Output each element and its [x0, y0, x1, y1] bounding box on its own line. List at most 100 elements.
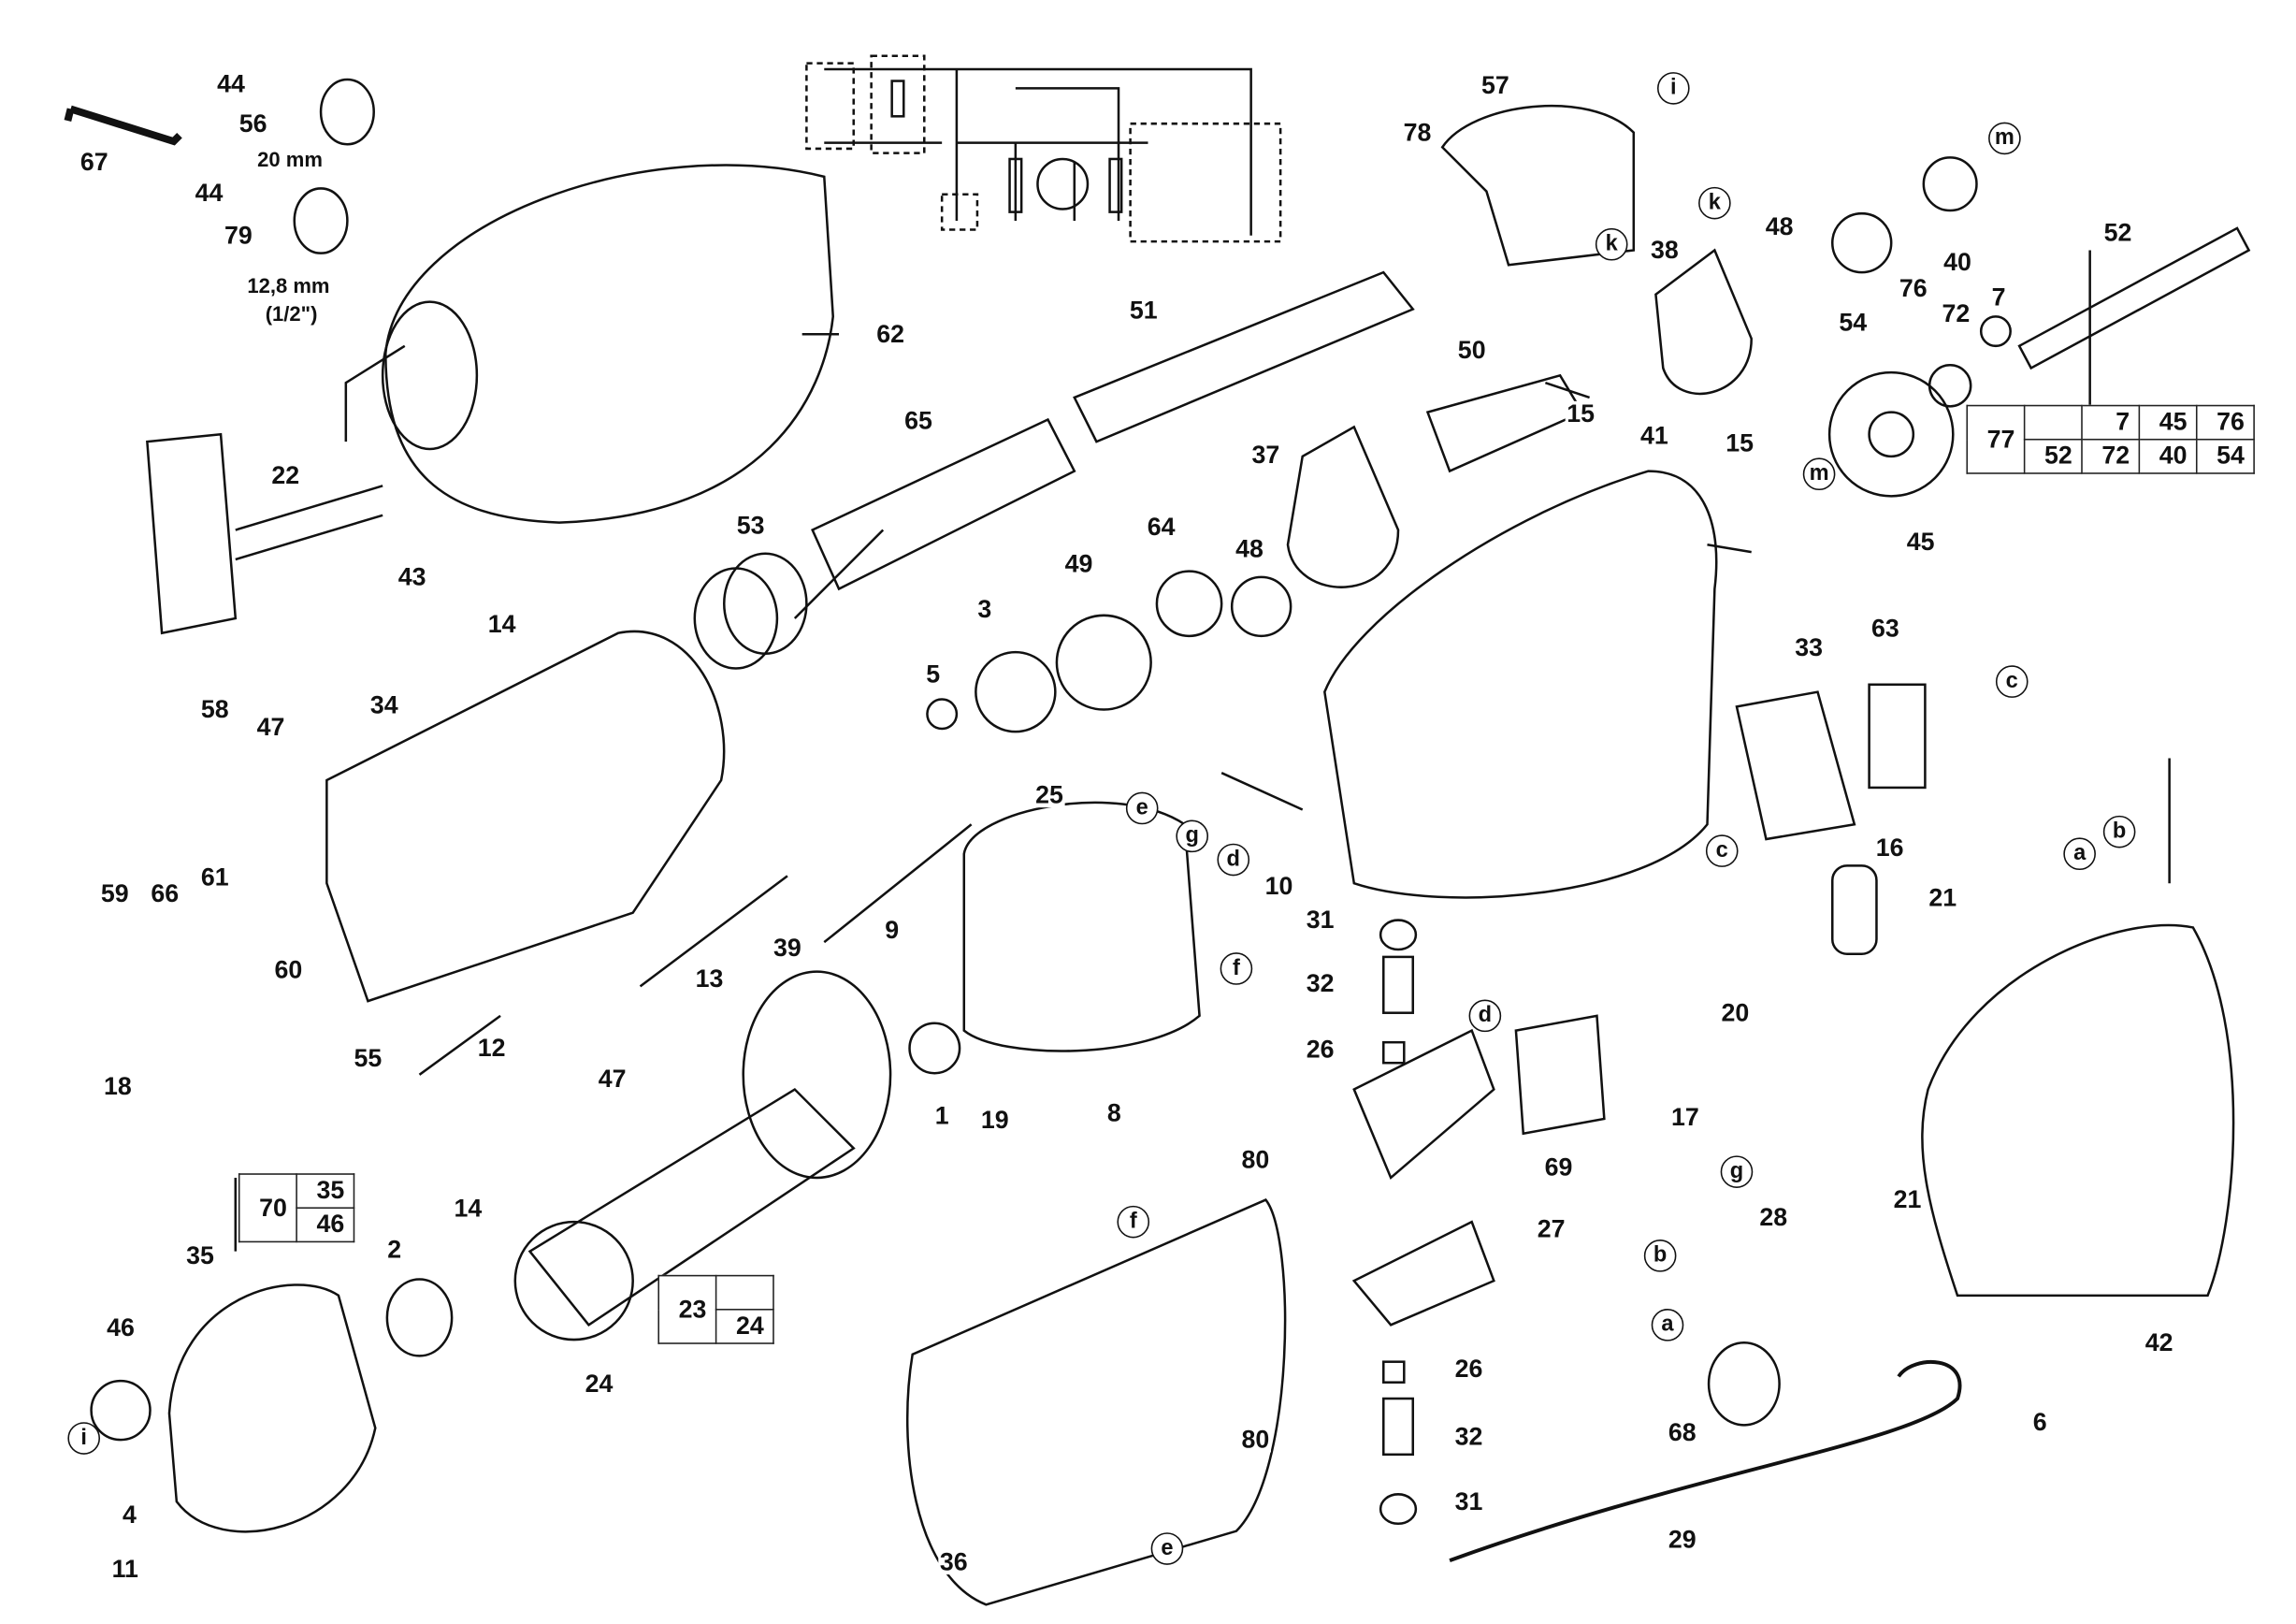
kit-cell — [2023, 404, 2083, 441]
part-number-label: 24 — [584, 1370, 614, 1399]
kit-cell: 24 — [715, 1309, 774, 1344]
kit-cell: 46 — [296, 1207, 355, 1243]
part-number-label: 18 — [102, 1072, 134, 1101]
kit-cell: 7 — [2081, 404, 2141, 441]
part-number-label: 38 — [1649, 236, 1681, 265]
part-number-label: 51 — [1128, 297, 1160, 326]
dimension-note: 20 mm — [255, 147, 325, 171]
part-number-label: 42 — [2144, 1328, 2175, 1357]
part-number-label: 17 — [1669, 1103, 1701, 1132]
hex-key — [64, 105, 182, 146]
connector-marker: f — [1220, 952, 1253, 985]
part-number-label: 8 — [1105, 1098, 1123, 1127]
part-number-label: 54 — [1837, 308, 1869, 337]
part-number-label: 78 — [1402, 118, 1433, 147]
part-number-label: 80 — [1239, 1426, 1271, 1455]
connector-marker: b — [2102, 815, 2136, 848]
part-number-label: 79 — [223, 221, 254, 250]
part-number-label: 36 — [938, 1547, 970, 1576]
part-number-label: 66 — [149, 879, 181, 908]
part-number-label: 69 — [1543, 1153, 1575, 1182]
part-number-label: 57 — [1480, 71, 1511, 100]
part-number-label: 61 — [199, 863, 231, 892]
part-number-label: 31 — [1305, 906, 1336, 935]
part-number-label: 20 — [1719, 998, 1751, 1027]
connector-marker: a — [1651, 1309, 1684, 1341]
part-number-label: 44 — [215, 69, 247, 98]
part-number-label: 1 — [933, 1101, 951, 1130]
part-number-label: 62 — [874, 320, 906, 349]
end-shield-kit-table: 70 35 46 — [238, 1173, 355, 1243]
part-number-label: 13 — [694, 964, 725, 993]
part-number-label: 26 — [1305, 1036, 1336, 1064]
part-number-label: 32 — [1453, 1422, 1485, 1451]
kit-number: 70 — [238, 1173, 297, 1243]
kit-cell — [715, 1274, 774, 1311]
part-number-label: 7 — [1990, 283, 2008, 312]
part-number-label: 65 — [903, 407, 934, 436]
part-number-label: 14 — [452, 1195, 484, 1223]
kit-number: 77 — [1966, 404, 2026, 474]
part-number-label: 40 — [1942, 248, 1973, 277]
part-number-label: 16 — [1874, 834, 1906, 863]
part-number-label: 35 — [184, 1241, 216, 1270]
kit-cell: 76 — [2195, 404, 2255, 441]
part-number-label: 28 — [1757, 1203, 1789, 1232]
part-number-label: 3 — [975, 595, 993, 624]
part-number-label: 22 — [269, 461, 301, 490]
connector-marker: g — [1720, 1155, 1754, 1188]
part-number-label: 52 — [2102, 218, 2134, 247]
part-number-label: 29 — [1667, 1526, 1698, 1555]
part-number-label: 2 — [385, 1236, 403, 1265]
part-number-label: 12 — [476, 1034, 508, 1063]
kit-cell: 35 — [296, 1173, 355, 1210]
connector-marker: d — [1468, 999, 1502, 1033]
connector-marker: c — [1995, 665, 2029, 698]
kit-cell: 52 — [2023, 438, 2083, 474]
part-number-label: 55 — [352, 1044, 383, 1073]
kit-number: 23 — [657, 1274, 717, 1344]
connector-marker: d — [1217, 843, 1250, 877]
dimension-note: 12,8 mm — [245, 273, 332, 297]
kit-cell: 40 — [2138, 438, 2198, 474]
part-number-label: 26 — [1453, 1355, 1485, 1384]
connector-marker: a — [2063, 837, 2096, 871]
part-number-label: 9 — [883, 916, 901, 945]
part-number-label: 60 — [272, 956, 304, 985]
connector-marker: c — [1705, 834, 1739, 867]
connector-marker: f — [1117, 1205, 1150, 1239]
part-number-label: 76 — [1898, 274, 1929, 303]
connector-marker: g — [1176, 819, 1209, 853]
part-number-label: 72 — [1940, 299, 1971, 328]
part-number-label: 5 — [924, 660, 942, 689]
part-number-label: 34 — [368, 690, 400, 719]
part-number-label: 47 — [597, 1065, 628, 1094]
part-number-label: 43 — [397, 562, 428, 591]
part-number-label: 10 — [1264, 872, 1295, 901]
part-number-label: 50 — [1456, 336, 1488, 365]
part-number-label: 68 — [1667, 1418, 1698, 1447]
part-number-label: 37 — [1249, 441, 1281, 470]
part-number-label: 56 — [238, 109, 269, 138]
connector-marker: k — [1698, 186, 1731, 220]
part-number-label: 80 — [1239, 1146, 1271, 1175]
dimension-note: (1/2") — [264, 301, 320, 326]
part-number-label: 15 — [1565, 399, 1596, 428]
part-number-label: 31 — [1453, 1487, 1485, 1516]
part-number-label: 6 — [2031, 1408, 2049, 1437]
part-number-label: 39 — [772, 934, 803, 963]
part-number-label: 32 — [1305, 969, 1336, 998]
part-number-label: 44 — [194, 179, 224, 208]
part-number-label: 21 — [1927, 884, 1958, 912]
part-number-label: 14 — [486, 610, 518, 639]
part-number-label: 4 — [121, 1501, 138, 1530]
part-number-label: 15 — [1724, 428, 1755, 457]
connector-marker: b — [1643, 1240, 1677, 1272]
part-number-label: 41 — [1639, 421, 1670, 450]
part-number-label: 45 — [1905, 528, 1937, 557]
part-number-label: 11 — [110, 1555, 140, 1584]
part-number-label: 25 — [1033, 780, 1065, 809]
part-number-label: 49 — [1063, 549, 1094, 578]
kit-cell: 72 — [2081, 438, 2141, 474]
wiring-schematic — [805, 54, 1282, 243]
